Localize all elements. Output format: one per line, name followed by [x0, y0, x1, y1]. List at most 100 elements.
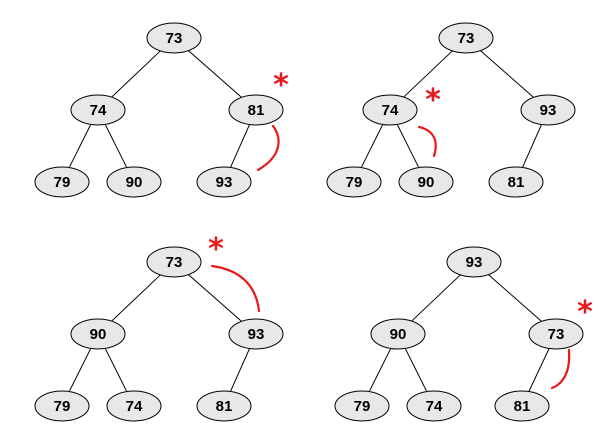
tree-3-edge-root-left — [111, 274, 161, 322]
node-value: 74 — [382, 102, 399, 119]
node-ellipse — [34, 390, 90, 422]
tree-1-node-left-left: 79 — [34, 166, 90, 198]
tree-3-node-left: 90 — [70, 318, 126, 350]
tree-4-edge-left-left_right — [404, 348, 428, 392]
node-ellipse — [334, 390, 390, 422]
node-ellipse — [70, 94, 126, 126]
node-value: 81 — [216, 398, 233, 415]
node-value: 93 — [540, 102, 557, 119]
tree-4-node-root: 93 — [446, 246, 502, 278]
tree-1-node-left-right: 90 — [106, 166, 162, 198]
tree-3-edge-right-right_left — [230, 348, 250, 392]
tree-4-edge-root-right — [488, 274, 542, 322]
tree-3-edge-left-left_right — [104, 348, 128, 392]
marks-layer: * * * * — [208, 68, 593, 390]
tree-2-marker-star: * — [425, 83, 441, 118]
node-ellipse — [106, 166, 162, 198]
node-ellipse — [228, 94, 284, 126]
tree-4-edge-right-right_left — [528, 348, 550, 392]
tree-2-node-left-left: 79 — [326, 166, 382, 198]
node-value: 74 — [90, 102, 107, 119]
tree-1-node-right: 81 — [228, 94, 284, 126]
tree-2-edge-root-right — [480, 50, 534, 98]
tree-2-swap-arc — [417, 125, 437, 158]
node-value: 90 — [418, 174, 435, 191]
node-value: 74 — [126, 398, 143, 415]
node-ellipse — [34, 166, 90, 198]
tree-3-node-right-left: 81 — [196, 390, 252, 422]
node-value: 90 — [390, 326, 407, 343]
tree-1-swap-arc — [256, 124, 280, 172]
tree-1-edge-root-right — [188, 50, 242, 98]
tree-4-node-left-right: 74 — [406, 390, 462, 422]
tree-3-node-left-right: 74 — [106, 390, 162, 422]
node-value: 79 — [54, 398, 71, 415]
node-ellipse — [494, 390, 550, 422]
tree-1-marker-star: * — [273, 68, 289, 103]
tree-3-swap-arc — [210, 264, 261, 313]
node-ellipse — [146, 22, 202, 54]
node-ellipse — [196, 390, 252, 422]
tree-4-marker-star: * — [577, 295, 593, 330]
node-value: 81 — [514, 398, 531, 415]
node-ellipse — [326, 166, 382, 198]
tree-1-node-root: 73 — [146, 22, 202, 54]
node-ellipse — [70, 318, 126, 350]
node-ellipse — [362, 94, 418, 126]
node-value: 90 — [90, 326, 107, 343]
tree-4-node-left: 90 — [370, 318, 426, 350]
node-value: 73 — [166, 254, 183, 271]
node-ellipse — [398, 166, 454, 198]
node-value: 81 — [248, 102, 265, 119]
node-value: 93 — [466, 254, 483, 271]
tree-2-node-left-right: 90 — [398, 166, 454, 198]
tree-1-edge-root-left — [111, 50, 161, 98]
node-ellipse — [370, 318, 426, 350]
tree-4-node-right: 73 — [528, 318, 584, 350]
node-value: 93 — [216, 174, 233, 191]
tree-2-node-right-left: 81 — [488, 166, 544, 198]
tree-4-node-left-left: 79 — [334, 390, 390, 422]
tree-2-edge-root-left — [403, 50, 453, 98]
node-ellipse — [228, 318, 284, 350]
node-ellipse — [406, 390, 462, 422]
tree-1-edge-left-left_left — [68, 124, 92, 168]
tree-4-edge-left-left_left — [368, 348, 392, 392]
node-value: 73 — [548, 326, 565, 343]
edges-layer — [68, 50, 550, 392]
node-ellipse — [488, 166, 544, 198]
node-value: 73 — [166, 30, 183, 47]
node-ellipse — [146, 246, 202, 278]
node-ellipse — [106, 390, 162, 422]
node-value: 81 — [508, 174, 525, 191]
node-value: 79 — [54, 174, 71, 191]
tree-2-node-root: 73 — [438, 22, 494, 54]
node-value: 79 — [346, 174, 363, 191]
node-value: 90 — [126, 174, 143, 191]
node-value: 79 — [354, 398, 371, 415]
node-ellipse — [438, 22, 494, 54]
node-ellipse — [196, 166, 252, 198]
tree-3-node-root: 73 — [146, 246, 202, 278]
node-ellipse — [446, 246, 502, 278]
tree-4-node-right-left: 81 — [494, 390, 550, 422]
tree-3-node-left-left: 79 — [34, 390, 90, 422]
tree-3-edge-left-left_left — [68, 348, 92, 392]
tree-3-node-right: 93 — [228, 318, 284, 350]
tree-2-edge-left-left_left — [360, 124, 384, 168]
tree-1-node-left: 74 — [70, 94, 126, 126]
tree-2-node-right: 93 — [520, 94, 576, 126]
node-ellipse — [520, 94, 576, 126]
tree-1-node-right-left: 93 — [196, 166, 252, 198]
tree-4-edge-root-left — [411, 274, 461, 322]
tree-3-marker-star: * — [208, 232, 224, 267]
tree-1-edge-right-right_left — [230, 124, 250, 168]
tree-2-node-left: 74 — [362, 94, 418, 126]
node-ellipse — [528, 318, 584, 350]
nodes-layer: 73 74 81 79 90 93 73 74 93 79 90 81 73 90 93 79 74 81 93 90… — [34, 22, 584, 422]
node-value: 73 — [458, 30, 475, 47]
node-value: 93 — [248, 326, 265, 343]
tree-1-edge-left-left_right — [104, 124, 128, 168]
node-value: 74 — [426, 398, 443, 415]
